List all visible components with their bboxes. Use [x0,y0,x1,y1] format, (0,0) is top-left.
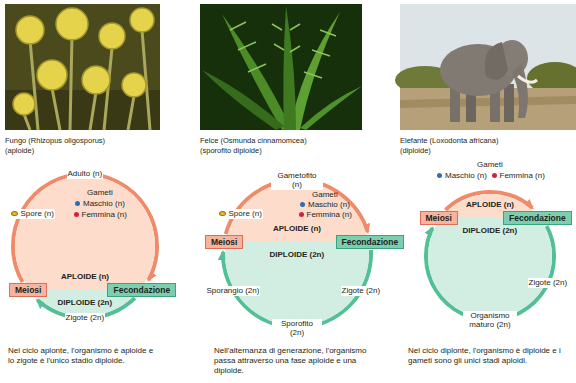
sporangium [82,66,110,94]
sporangium [16,16,44,44]
fern-frond [283,6,296,130]
haploid-fill [13,174,157,290]
description-text: Nel ciclo diplonte, l'organismo è diploi… [408,346,570,366]
ploidy-label: DIPLOIDE (2n) [58,298,113,308]
photo-caption: Fungo (Rhizopus oligosporus) [5,136,105,146]
sporangium [56,8,88,40]
photo-caption: Felce (Osmunda cinnamomcea) [200,136,307,146]
elephant-photo [395,4,576,130]
photo-caption: (sporofito diploide) [200,146,262,156]
elephant-ear [485,42,508,80]
process-label: Fecondazione [113,285,170,295]
photo-ground [200,4,362,130]
process-label: Fecondazione [342,237,399,247]
ploidy-label: DIPLOIDE (2n) [270,250,325,260]
gamete-label: Maschio (n) [75,199,125,209]
photo-caption: Elefante (Loxodonta africana) [400,136,498,146]
fungus-stalks [24,30,150,130]
fern-frond [300,86,362,130]
stage-label: Sporangio (2n) [206,286,261,296]
photo-grass [400,96,576,108]
process-label: Meiosi [211,237,237,247]
sporangium [99,23,125,49]
description-text: Nell'alternanza di generazione, l'organi… [214,346,376,376]
sporangium [37,60,67,90]
stage-label: Sporofito (2n) [272,319,322,338]
meiosis-box: Meiosi [205,235,243,249]
gamete-label: Femmina (n) [492,171,545,181]
elephant-leg [504,84,514,122]
stage-label: Gameti [87,188,113,198]
process-label: Meiosi [426,213,452,223]
stage-label: Adulto (n) [67,169,104,179]
stage-label: Organismo maturo (2n) [463,311,517,330]
fungus-photo [5,4,160,130]
meiosis-box: Meiosi [420,211,458,225]
photo-caption: (diploide) [400,146,431,156]
fertilization-box: Fecondazione [107,283,176,297]
gamete-label: Femmina (n) [74,210,127,220]
fertilization-box: Fecondazione [503,211,572,225]
fern-frond [290,12,340,130]
fertilization-box: Fecondazione [336,235,405,249]
ploidy-label: DIPLOIDE (2n) [463,226,518,236]
photo-ground [5,4,160,130]
stage-label: Zigote (2n) [341,286,382,296]
stage-label: Zigote (2n) [65,313,106,323]
meiosis-box: Meiosi [9,283,47,297]
stage-label: Gameti [312,190,338,200]
gamete-label: Maschio (n) [437,171,487,181]
stage-label: Gameti [477,160,503,170]
elephant-tusk [518,76,537,82]
sporangium [122,73,146,97]
description-text: Nel ciclo aplonte, l'organismo è aploide… [8,346,160,366]
stage-label: Zigote (2n) [528,278,569,288]
ploidy-label: APLOIDE (n) [61,272,109,282]
process-label: Fecondazione [509,213,566,223]
stage-label: Spore (n) [218,209,263,219]
photo-caption: (aploide) [5,146,34,156]
fern-photo [200,4,362,130]
sporangium [130,8,154,32]
fungus-sporangia [13,8,154,115]
process-label: Meiosi [15,285,41,295]
ploidy-label: APLOIDE (n) [466,200,514,210]
gamete-label: Maschio (n) [300,200,350,210]
gamete-label: Femmina (n) [299,210,352,220]
fern-frond [202,70,284,130]
stage-label: Spore (n) [10,209,55,219]
sporangium [13,93,35,115]
ploidy-label: APLOIDE (n) [273,224,321,234]
elephant-trunk [512,64,528,118]
fern-leaflets [230,22,336,78]
stage-label: Gametofito (n) [271,171,323,190]
